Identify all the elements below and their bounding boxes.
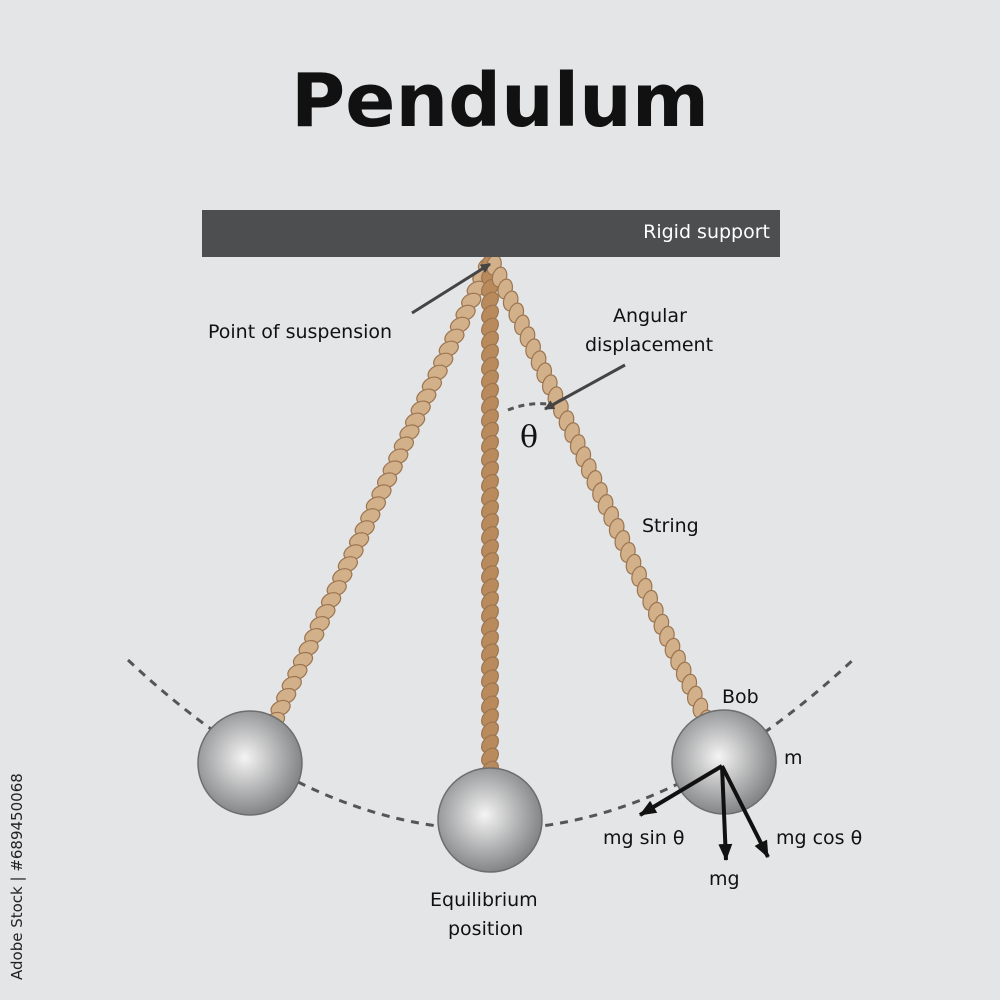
mg-arrow bbox=[718, 765, 733, 861]
mg-sin-theta-label: mg sin θ bbox=[603, 827, 685, 849]
bob-center bbox=[437, 767, 543, 873]
mass-label: m bbox=[784, 747, 803, 769]
point-of-suspension-label: Point of suspension bbox=[208, 321, 393, 343]
mg-label: mg bbox=[709, 868, 740, 890]
mg-cos-theta-arrow bbox=[720, 765, 770, 858]
bob-left bbox=[197, 710, 303, 816]
equilibrium-label-line1: Equilibrium bbox=[430, 889, 538, 911]
string-left bbox=[264, 256, 499, 729]
diagram-title: Pendulum bbox=[291, 58, 709, 144]
angular-displacement-label-line1: Angular bbox=[613, 305, 687, 327]
rigid-support-bar bbox=[202, 210, 780, 257]
angular-displacement-label-line2: displacement bbox=[585, 334, 714, 356]
rigid-support-label: Rigid support bbox=[643, 221, 770, 243]
theta-symbol: θ bbox=[520, 420, 539, 455]
string-center bbox=[481, 252, 499, 780]
stock-id-watermark: Adobe Stock | #689450068 bbox=[4, 760, 28, 980]
mg-cos-theta-label: mg cos θ bbox=[776, 827, 863, 849]
stock-id-text: Adobe Stock | #689450068 bbox=[8, 773, 26, 980]
equilibrium-label-line2: position bbox=[448, 918, 524, 940]
string-label: String bbox=[642, 515, 699, 537]
suspension-pointer-arrow bbox=[411, 262, 491, 315]
angle-arc bbox=[507, 402, 549, 412]
bob-label: Bob bbox=[722, 686, 759, 708]
angular-pointer-arrow bbox=[544, 363, 626, 411]
mg-sin-theta-arrow bbox=[638, 764, 724, 817]
